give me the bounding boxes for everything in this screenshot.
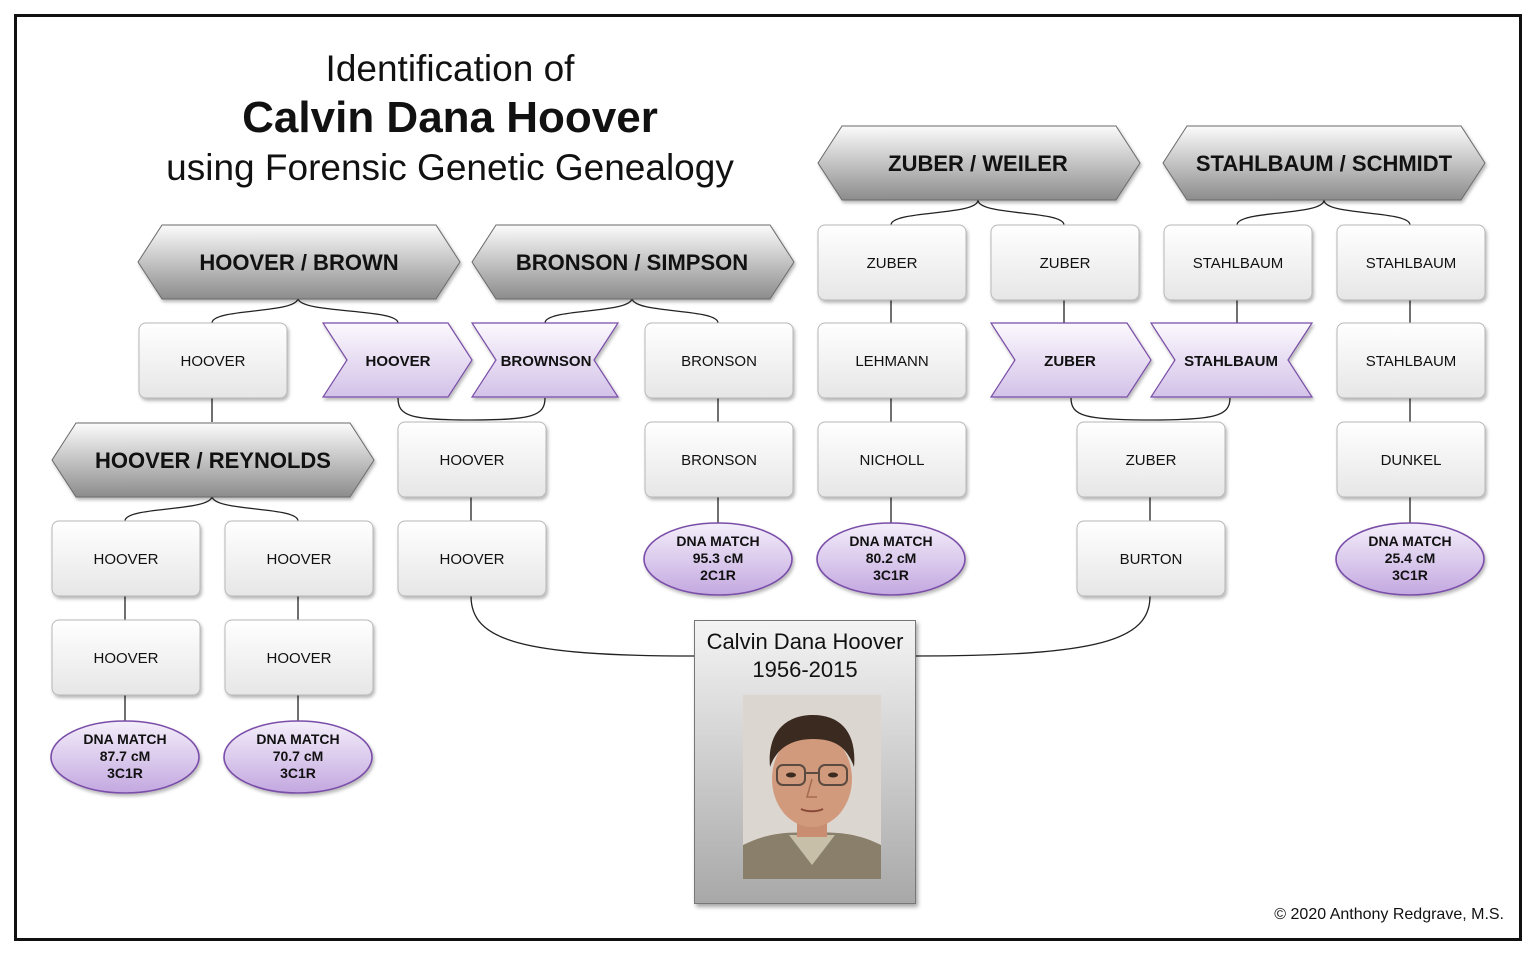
- person-box: STAHLBAUM: [1336, 322, 1486, 399]
- person-box: LEHMANN: [817, 322, 967, 399]
- dna-match-relationship: 3C1R: [107, 765, 143, 781]
- title-line-3: using Forensic Genetic Genealogy: [166, 147, 734, 188]
- marriage-chevron: BROWNSON: [470, 322, 620, 398]
- person-name: HOOVER: [266, 650, 331, 667]
- person-box: ZUBER: [1076, 421, 1226, 498]
- title-line-1: Identification of: [325, 48, 575, 89]
- dna-match-heading: DNA MATCH: [1368, 533, 1451, 549]
- marriage-chevron: HOOVER: [321, 322, 473, 398]
- dna-match-relationship: 3C1R: [280, 765, 316, 781]
- dna-match-cm: 80.2 cM: [866, 550, 917, 566]
- person-name: ZUBER: [867, 255, 918, 272]
- dna-match-relationship: 3C1R: [873, 567, 909, 583]
- person-box: HOOVER: [224, 619, 374, 696]
- person-name: HOOVER: [93, 551, 158, 568]
- person-name: STAHLBAUM: [1366, 255, 1457, 272]
- dna-match-cm: 70.7 cM: [273, 748, 324, 764]
- marriage-chevron: ZUBER: [989, 322, 1152, 398]
- person-name: HOOVER: [439, 452, 504, 469]
- person-name: ZUBER: [1126, 452, 1177, 469]
- person-box: HOOVER: [51, 520, 201, 597]
- marriage-label: BROWNSON: [501, 353, 592, 370]
- person-box: STAHLBAUM: [1336, 224, 1486, 301]
- person-box: DUNKEL: [1336, 421, 1486, 498]
- person-name: LEHMANN: [855, 353, 928, 370]
- person-name: BRONSON: [681, 452, 757, 469]
- dna-match-cm: 25.4 cM: [1385, 550, 1436, 566]
- dna-match-cm: 95.3 cM: [693, 550, 744, 566]
- person-box: HOOVER: [224, 520, 374, 597]
- person-box: ZUBER: [817, 224, 967, 301]
- person-name: HOOVER: [93, 650, 158, 667]
- diagram-title: Identification of Calvin Dana Hoover usi…: [100, 48, 800, 190]
- subject-years: 1956-2015: [752, 657, 858, 682]
- person-name: HOOVER: [180, 353, 245, 370]
- person-name: STAHLBAUM: [1193, 255, 1284, 272]
- couple-hexagon: ZUBER / WEILER: [817, 125, 1141, 201]
- portrait-illustration: [743, 695, 881, 879]
- dna-match-badge: DNA MATCH 87.7 cM 3C1R: [50, 720, 200, 794]
- person-name: HOOVER: [439, 551, 504, 568]
- person-box: HOOVER: [138, 322, 288, 399]
- dna-match-heading: DNA MATCH: [676, 533, 759, 549]
- dna-match-heading: DNA MATCH: [256, 731, 339, 747]
- person-name: DUNKEL: [1381, 452, 1442, 469]
- person-box: HOOVER: [397, 520, 547, 597]
- dna-match-cm: 87.7 cM: [100, 748, 151, 764]
- dna-match-badge: DNA MATCH 80.2 cM 3C1R: [816, 522, 966, 596]
- dna-match-heading: DNA MATCH: [83, 731, 166, 747]
- copyright-notice: © 2020 Anthony Redgrave, M.S.: [1274, 906, 1504, 923]
- dna-match-badge: DNA MATCH 70.7 cM 3C1R: [223, 720, 373, 794]
- person-name: ZUBER: [1040, 255, 1091, 272]
- dna-match-relationship: 3C1R: [1392, 567, 1428, 583]
- person-name: BURTON: [1120, 551, 1183, 568]
- dna-match-heading: DNA MATCH: [849, 533, 932, 549]
- person-box: BRONSON: [644, 421, 794, 498]
- couple-hexagon: HOOVER / REYNOLDS: [51, 422, 375, 498]
- couple-hexagon: BRONSON / SIMPSON: [471, 224, 795, 300]
- couple-hexagon: STAHLBAUM / SCHMIDT: [1162, 125, 1486, 201]
- subject-card: Calvin Dana Hoover 1956-2015: [694, 620, 916, 904]
- person-box: STAHLBAUM: [1163, 224, 1313, 301]
- marriage-label: STAHLBAUM: [1184, 353, 1278, 370]
- subject-name: Calvin Dana Hoover: [706, 629, 904, 654]
- couple-hexagon: HOOVER / BROWN: [137, 224, 461, 300]
- couple-label: STAHLBAUM / SCHMIDT: [1196, 151, 1453, 176]
- person-box: HOOVER: [51, 619, 201, 696]
- couple-label: BRONSON / SIMPSON: [516, 250, 748, 275]
- subject-photo: [743, 695, 881, 879]
- person-box: ZUBER: [990, 224, 1140, 301]
- couple-label: HOOVER / REYNOLDS: [95, 448, 331, 473]
- person-box: NICHOLL: [817, 421, 967, 498]
- couple-label: ZUBER / WEILER: [888, 151, 1068, 176]
- couple-label: HOOVER / BROWN: [199, 250, 398, 275]
- person-name: BRONSON: [681, 353, 757, 370]
- person-box: BURTON: [1076, 520, 1226, 597]
- title-subject-name: Calvin Dana Hoover: [242, 93, 658, 142]
- person-box: BRONSON: [644, 322, 794, 399]
- person-name: HOOVER: [266, 551, 331, 568]
- marriage-label: ZUBER: [1044, 353, 1096, 370]
- dna-match-relationship: 2C1R: [700, 567, 736, 583]
- person-name: STAHLBAUM: [1366, 353, 1457, 370]
- marriage-label: HOOVER: [365, 353, 430, 370]
- person-box: HOOVER: [397, 421, 547, 498]
- dna-match-badge: DNA MATCH 95.3 cM 2C1R: [643, 522, 793, 596]
- diagram-frame: [14, 14, 1522, 941]
- dna-match-badge: DNA MATCH 25.4 cM 3C1R: [1335, 522, 1485, 596]
- person-name: NICHOLL: [859, 452, 924, 469]
- marriage-chevron: STAHLBAUM: [1149, 322, 1314, 398]
